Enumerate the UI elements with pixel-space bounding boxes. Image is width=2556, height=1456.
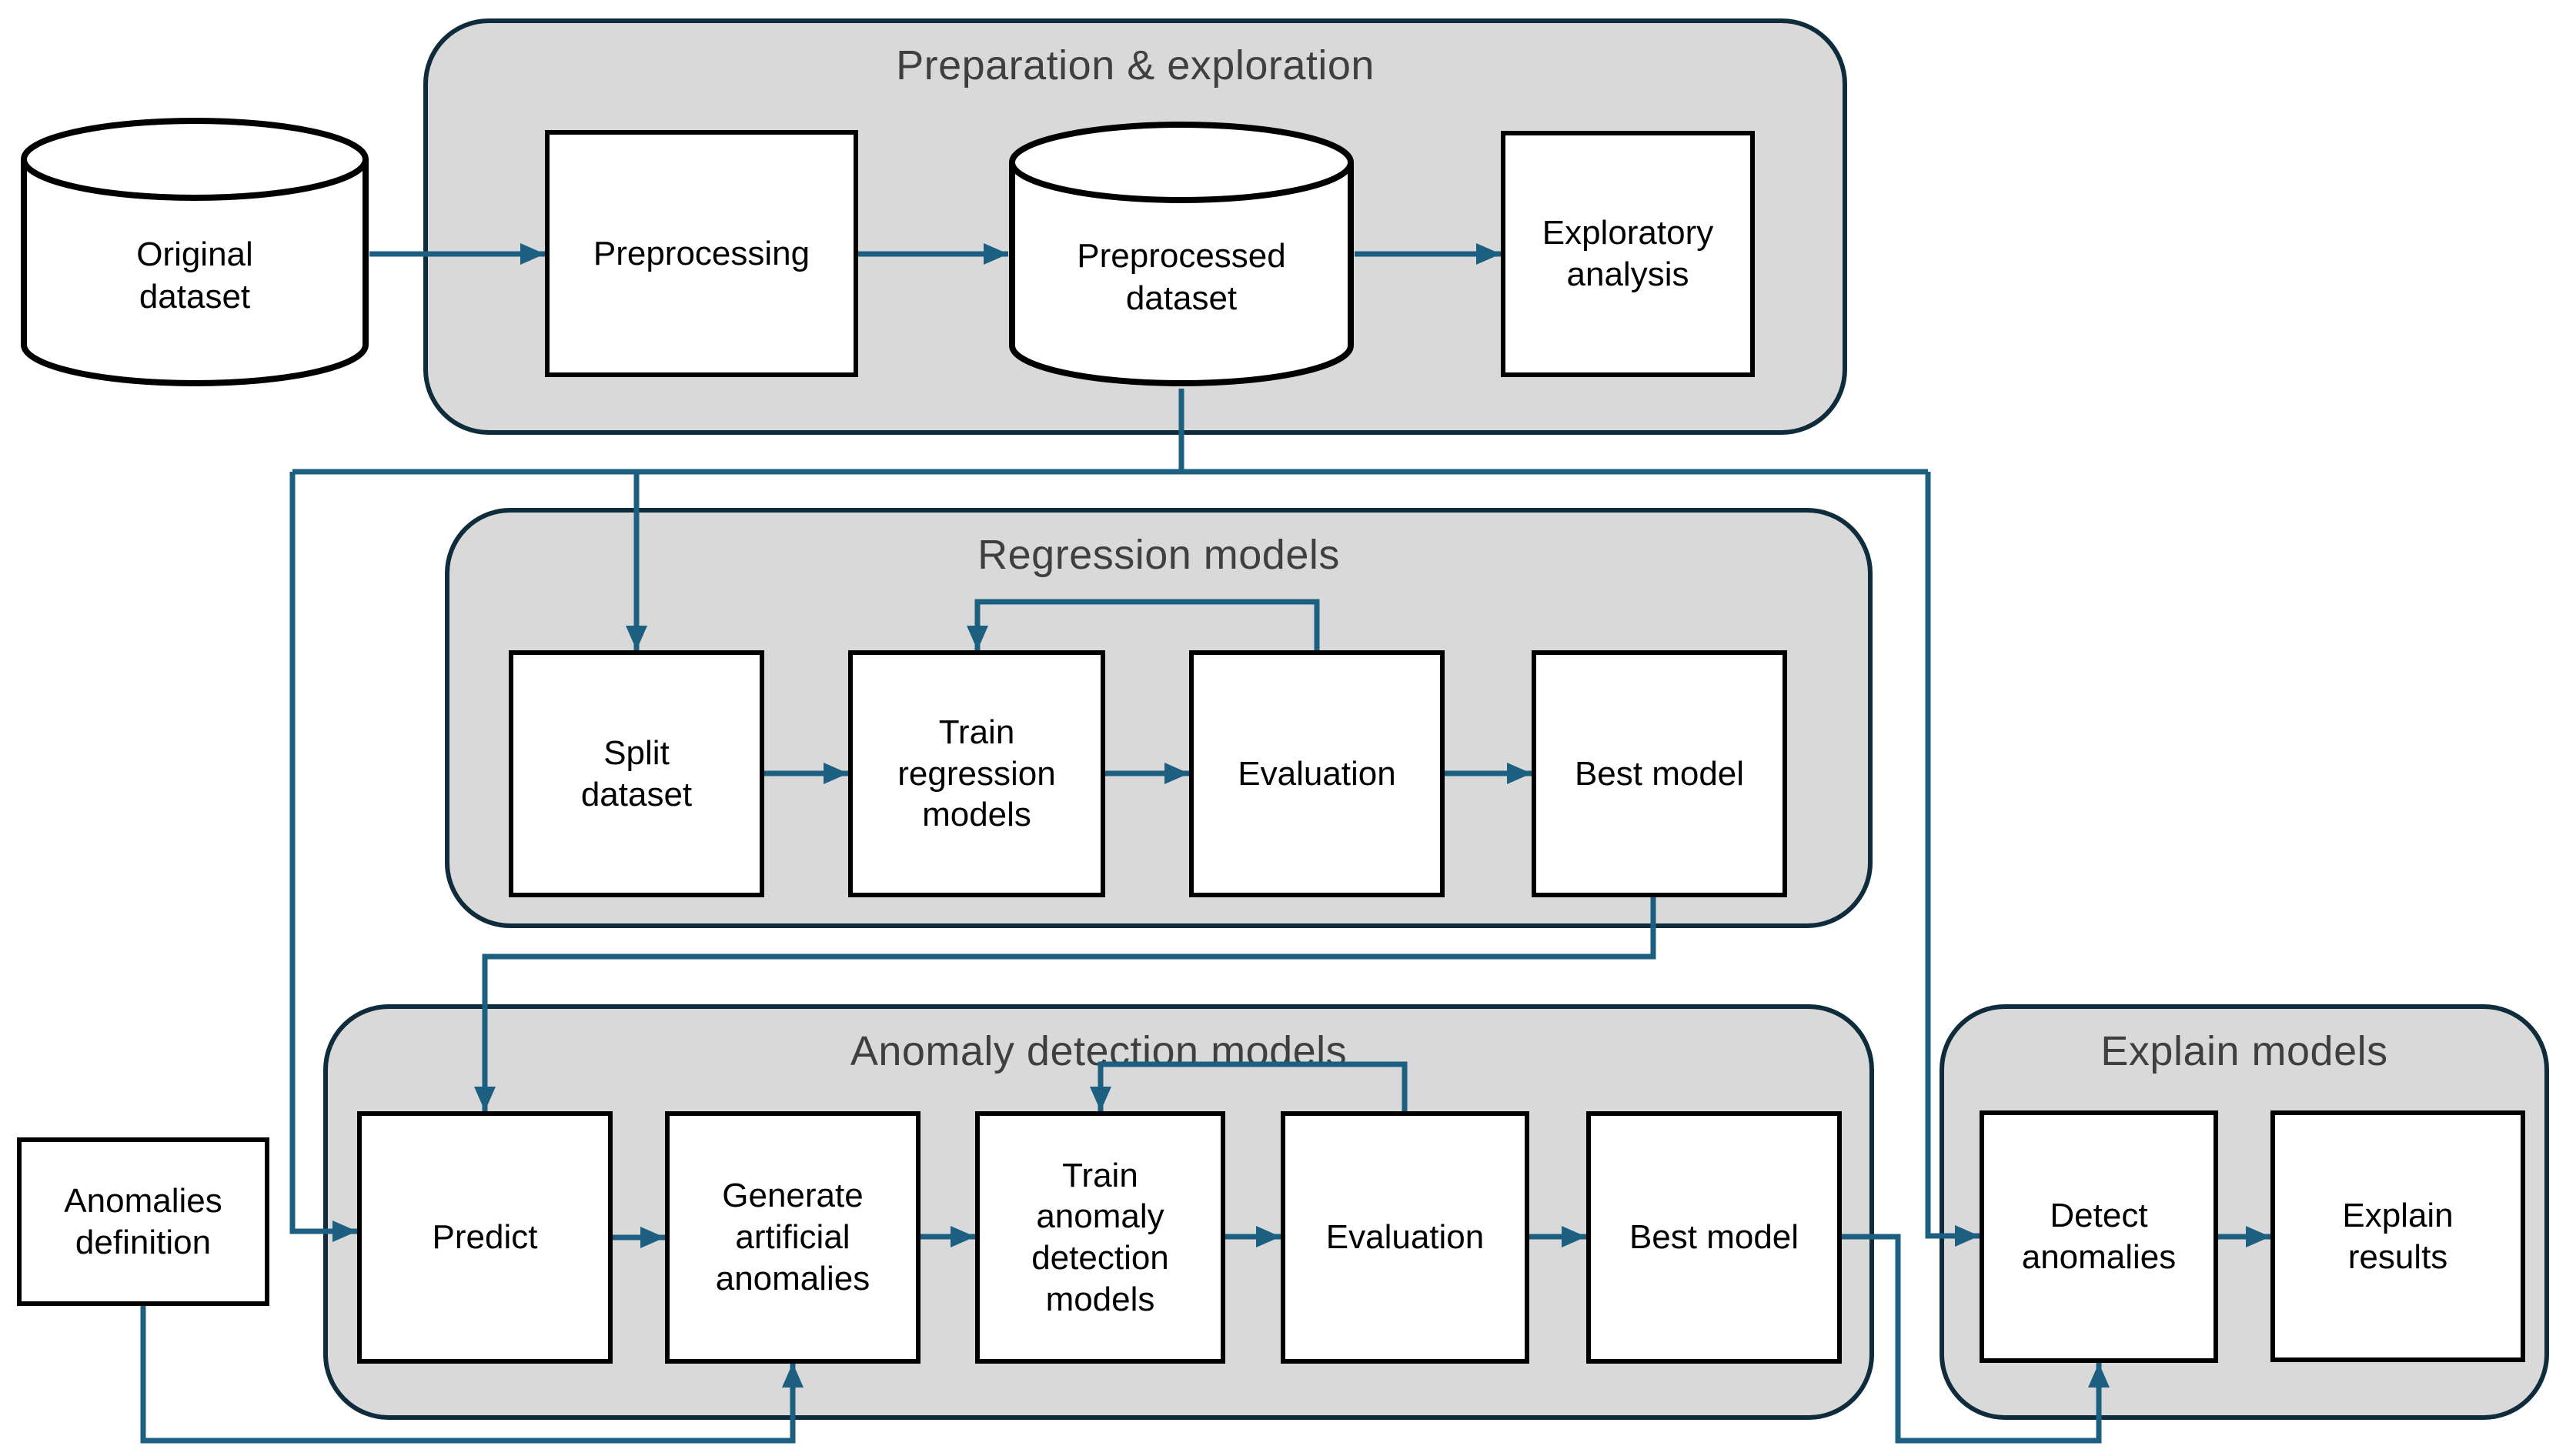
- node-train-regression-models: Train regression models: [848, 650, 1105, 897]
- node-label: Train anomaly detection models: [1031, 1156, 1169, 1318]
- node-label: Original dataset: [136, 235, 253, 316]
- node-label: Predict: [432, 1218, 538, 1257]
- node-generate-artificial-anomalies: Generate artificial anomalies: [665, 1111, 920, 1364]
- node-train-anomaly-detection-models: Train anomaly detection models: [975, 1111, 1225, 1364]
- section-title-anomaly: Anomaly detection models: [850, 1028, 1348, 1074]
- node-evaluation-anomaly: Evaluation: [1281, 1111, 1529, 1364]
- node-label: Split dataset: [580, 733, 693, 813]
- node-split-dataset: Split dataset: [509, 650, 764, 897]
- node-best-model-regression: Best model: [1532, 650, 1787, 897]
- node-evaluation-regression: Evaluation: [1189, 650, 1445, 897]
- node-preprocessing: Preprocessing: [545, 130, 858, 377]
- node-label: Detect anomalies: [2021, 1197, 2177, 1276]
- node-original-dataset: Original dataset: [20, 115, 369, 389]
- node-label: Best model: [1574, 754, 1745, 793]
- node-anomalies-definition: Anomalies definition: [17, 1137, 269, 1306]
- section-title-preparation: Preparation & exploration: [896, 42, 1375, 88]
- section-title-regression: Regression models: [977, 532, 1340, 578]
- node-exploratory-analysis: Exploratory analysis: [1501, 131, 1755, 377]
- node-explain-results: Explain results: [2270, 1110, 2525, 1362]
- node-label: Best model: [1629, 1218, 1799, 1257]
- node-label: Exploratory analysis: [1542, 214, 1714, 293]
- cylinder-shape: [21, 118, 369, 386]
- node-label: Anomalies definition: [64, 1181, 222, 1261]
- node-label: Generate artificial anomalies: [715, 1177, 870, 1297]
- node-detect-anomalies: Detect anomalies: [1980, 1110, 2218, 1363]
- node-best-model-anomaly: Best model: [1586, 1111, 1842, 1364]
- section-title-explain: Explain models: [2100, 1028, 2388, 1074]
- node-preprocessed-dataset: Preprocessed dataset: [1008, 119, 1355, 389]
- cylinder-shape: [1009, 122, 1354, 386]
- node-label: Explain results: [2342, 1196, 2454, 1276]
- node-label: Evaluation: [1325, 1218, 1485, 1257]
- node-label: Evaluation: [1238, 754, 1396, 793]
- node-label: Train regression models: [897, 713, 1056, 834]
- node-label: Preprocessed dataset: [1077, 236, 1286, 317]
- node-label: Preprocessing: [593, 234, 810, 272]
- node-predict: Predict: [357, 1111, 613, 1364]
